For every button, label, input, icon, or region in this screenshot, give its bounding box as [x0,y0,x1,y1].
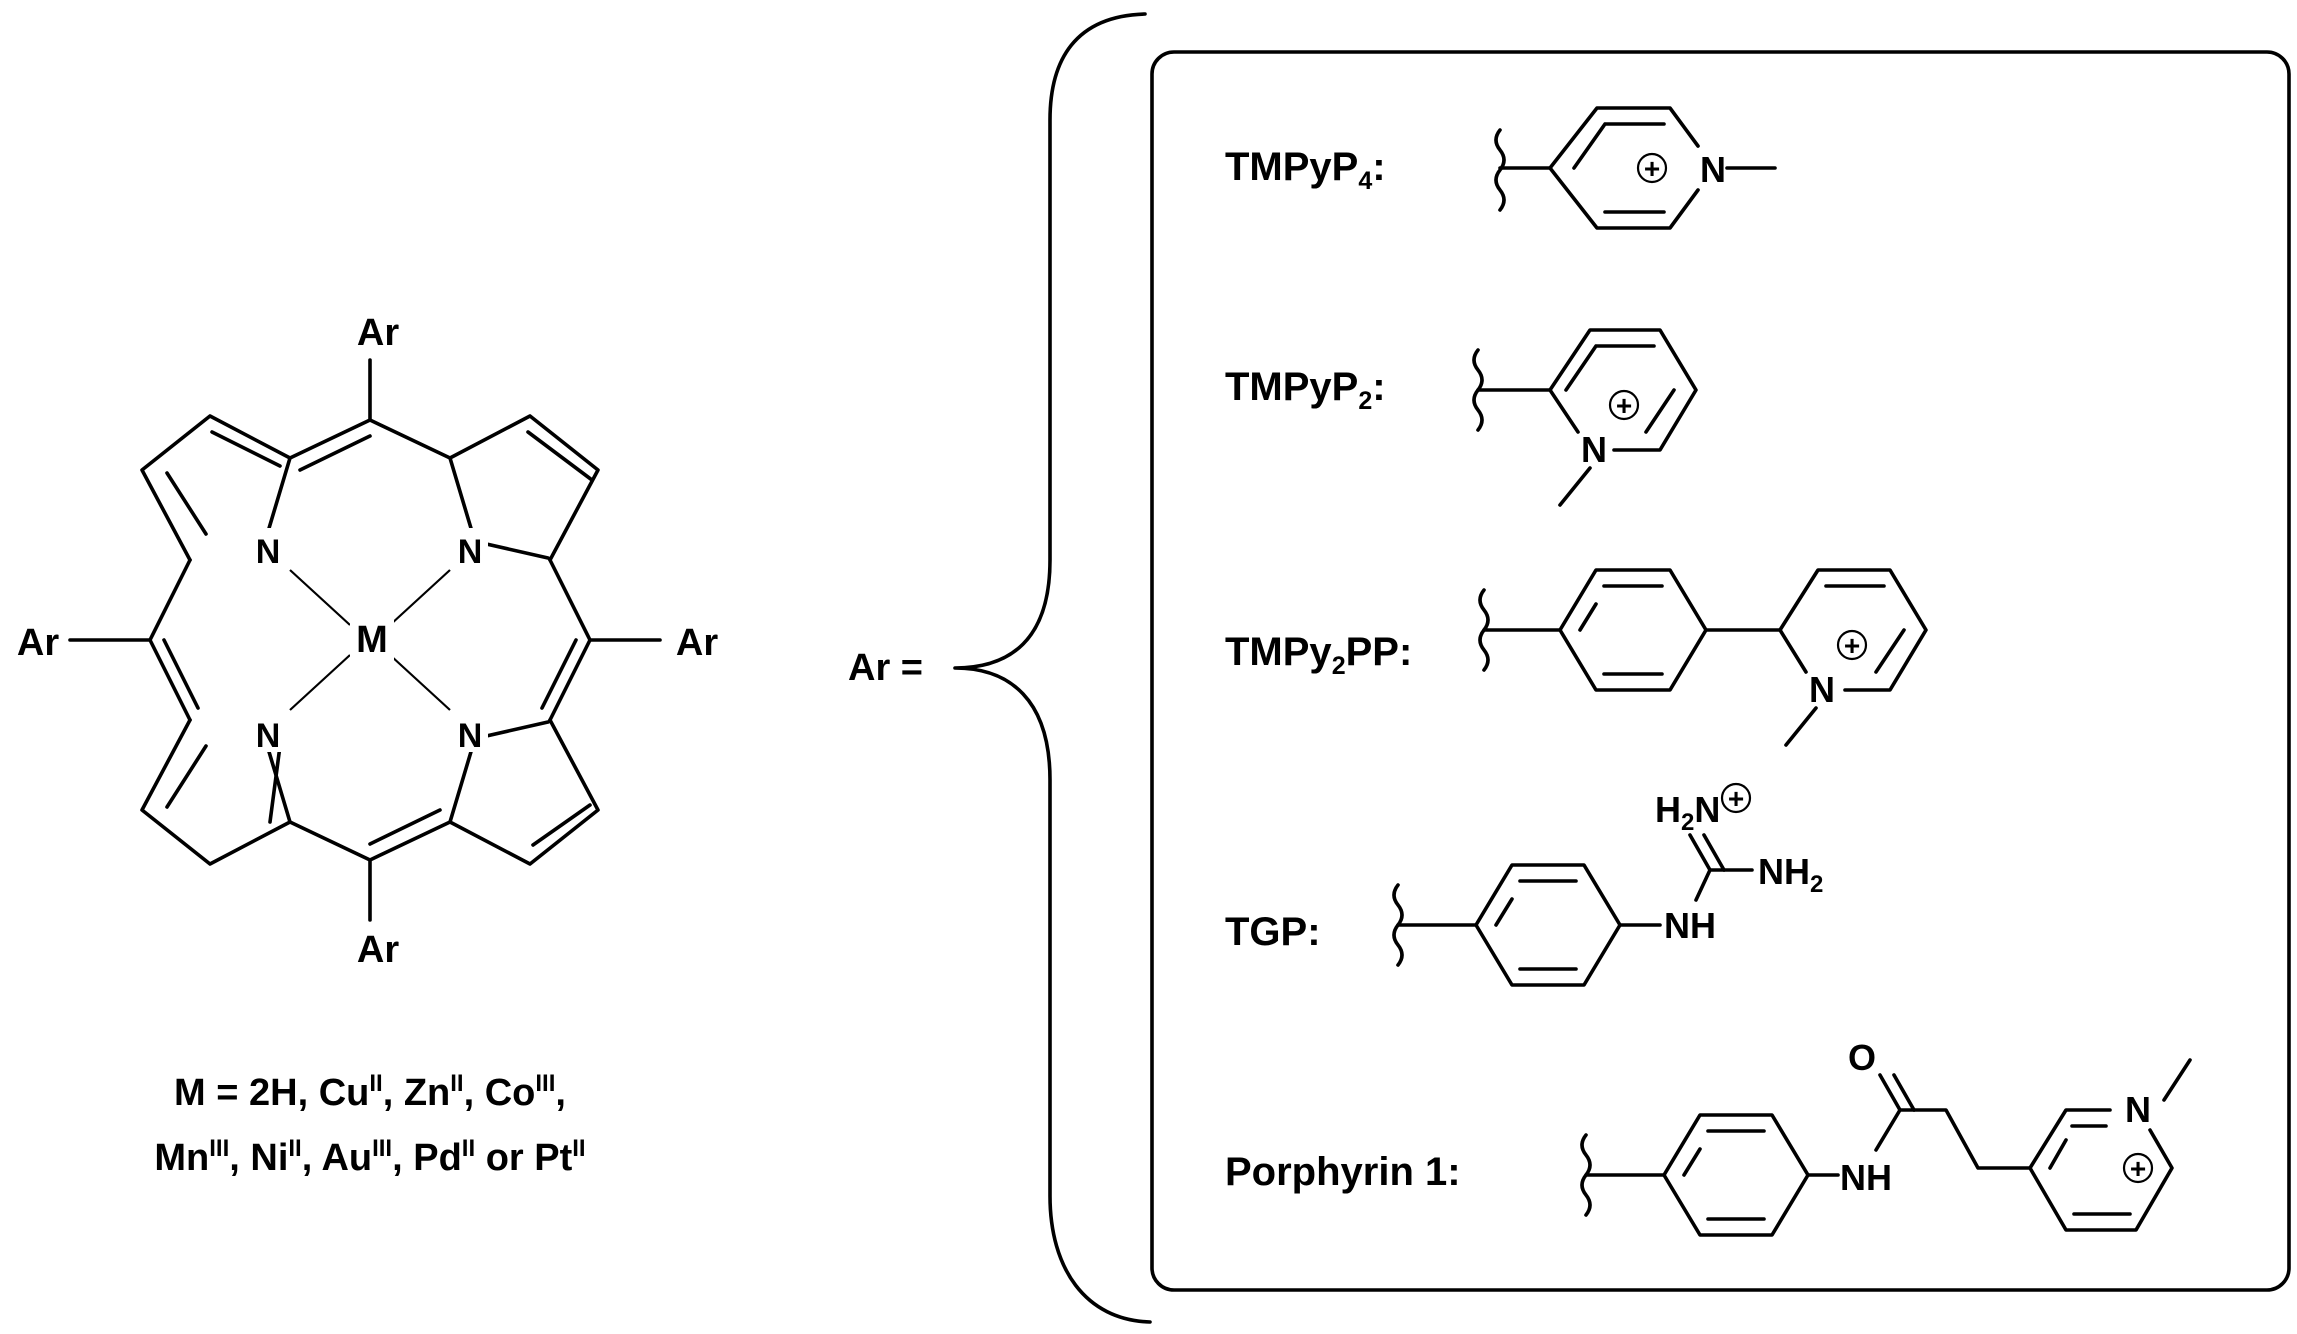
label-tgp-part-0: TGP: [1225,910,1321,954]
metal-line-1-part-3: II [450,1070,463,1097]
tmpyp4-structure: N + [1494,106,1777,230]
porphyrin1-nh: NH [1840,1157,1892,1198]
porphyrin1-structure: O NH N + [1580,1037,2192,1237]
label-tmpy2pp-part-1: 2 [1332,652,1346,680]
metal-line-1-part-4: , Co [464,1072,536,1114]
tgp-plus: + [1728,783,1744,814]
label-porphyrin1: Porphyrin 1: [1225,1150,1461,1194]
label-tmpyp4-part-2: : [1372,145,1385,189]
substituent-box [1150,50,2291,1292]
tgp-h2n-n: N [1694,789,1720,830]
tgp-charge [1720,782,1752,814]
label-tmpyp2: TMPyP2: [1225,365,1386,415]
porphyrin1-charge [2122,1152,2154,1184]
tgp-structure: NH H2N + NH2 [1392,782,1823,987]
metal-line-1-part-6: , [555,1072,566,1114]
metal-line-1-part-5: III [535,1070,555,1097]
pyrrole-n-br: N [458,717,483,755]
ar-right: Ar [676,622,718,664]
ar-left: Ar [17,622,59,664]
tmpyp4-plus: + [1644,153,1660,184]
metal-line-2-part-4: , Au [302,1137,372,1179]
metal-line-1-part-0: M = 2H, Cu [174,1072,369,1114]
label-tmpyp4-part-0: TMPyP [1225,145,1358,189]
porphyrin1-n: N [2125,1089,2151,1130]
metal-line-2-part-3: II [288,1135,301,1162]
pyrrole-n-tl: N [256,533,281,571]
label-tmpy2pp: TMPy2PP: [1225,630,1412,680]
pyrrole-n-tr: N [458,533,483,571]
metal-line-2-part-6: , Pd [392,1137,462,1179]
label-tmpyp2-part-1: 2 [1358,387,1372,415]
tgp-nh2-nh: NH [1758,851,1810,892]
label-tmpyp4-part-1: 4 [1358,167,1372,195]
tmpy2pp-structure: N + [1478,568,1928,747]
tmpyp2-n: N [1581,429,1607,470]
metal-line-2-part-2: , Ni [229,1137,288,1179]
tgp-h2n-sub: 2 [1681,809,1694,836]
label-tgp: TGP: [1225,910,1321,954]
tgp-nh2: NH2 [1758,851,1823,898]
tgp-h2n-h: H [1655,789,1681,830]
label-tmpyp2-part-0: TMPyP [1225,365,1358,409]
ar-equals-label: Ar = [848,647,923,689]
tmpyp2-charge [1608,389,1640,421]
pyrrole-n-bl: N [256,717,281,755]
porphyrin1-plus: + [2130,1153,2146,1184]
ar-bottom: Ar [357,929,399,971]
metal-center: M [356,619,388,661]
metal-line-1-part-1: II [369,1070,382,1097]
tmpyp4-charge [1636,152,1668,184]
label-porphyrin1-part-0: Porphyrin 1: [1225,1150,1461,1194]
porphyrin-structure: N N N N M Ar Ar Ar Ar [17,312,718,971]
label-tmpyp4: TMPyP4: [1225,145,1386,195]
metal-list-line-2: MnIII, NiII, AuIII, PdII or PtII [154,1135,585,1179]
tmpyp2-plus: + [1616,390,1632,421]
ar-top: Ar [357,312,399,354]
label-tmpy2pp-part-2: PP: [1346,630,1413,674]
metal-line-2-part-9: II [572,1135,585,1162]
tgp-nh2-sub: 2 [1810,871,1823,898]
tmpyp2-structure: N + [1472,328,1698,507]
metal-list-line-1: M = 2H, CuII, ZnII, CoIII, [174,1070,566,1114]
metal-line-2-part-5: III [372,1135,392,1162]
tmpy2pp-plus: + [1844,630,1860,661]
tmpy2pp-n: N [1809,669,1835,710]
label-tmpy2pp-part-0: TMPy [1225,630,1332,674]
tgp-nh: NH [1664,905,1716,946]
tgp-h2n: H2N [1655,789,1720,836]
metal-line-2-part-1: III [209,1135,229,1162]
curly-brace [953,12,1152,1324]
label-tmpyp2-part-2: : [1372,365,1385,409]
metal-line-2-part-0: Mn [154,1137,209,1179]
porphyrin1-o: O [1848,1037,1876,1078]
metal-line-2-part-8: or Pt [475,1137,572,1179]
tmpyp4-n: N [1700,149,1726,190]
metal-line-1-part-2: , Zn [383,1072,451,1114]
tmpy2pp-charge [1836,629,1868,661]
metal-line-2-part-7: II [462,1135,475,1162]
